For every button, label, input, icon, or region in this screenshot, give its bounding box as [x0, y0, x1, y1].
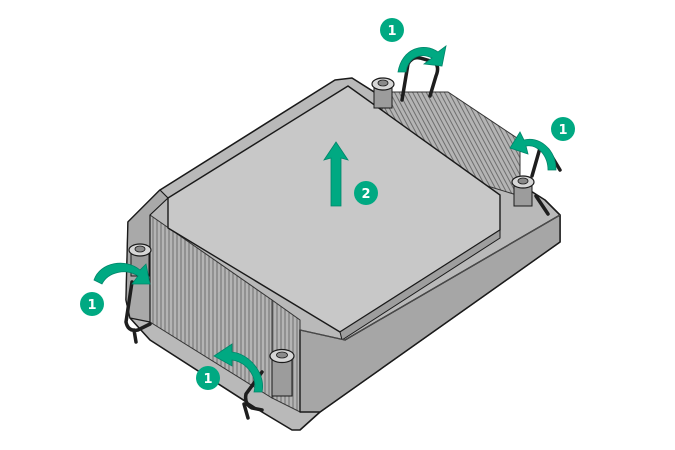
rotate-arrow-top: [397, 45, 447, 73]
callout-label: 1: [387, 24, 396, 39]
heatsink-top-plate-edge: [339, 229, 501, 341]
callout-label: 1: [558, 123, 567, 138]
callout-step-1-bottom: 1: [196, 366, 220, 390]
callout-step-1-right: 1: [551, 117, 575, 141]
callout-label: 1: [87, 298, 96, 313]
anti-tilt-wire-bottom: [242, 370, 264, 420]
captive-screw-right: [511, 175, 535, 207]
callout-step-1-top: 1: [380, 18, 404, 42]
anti-tilt-wire-left: [124, 280, 152, 344]
callout-label: 2: [361, 187, 370, 202]
curved-arrow-icon: [93, 45, 557, 393]
captive-screw-top: [371, 77, 395, 109]
captive-screw-bottom: [269, 348, 295, 397]
lift-arrow: [323, 141, 349, 207]
callout-label: 1: [203, 372, 212, 387]
rotate-arrow-right: [509, 131, 557, 171]
callout-step-1-left: 1: [80, 292, 104, 316]
up-arrow-icon: [323, 141, 349, 207]
heatsink: [125, 77, 561, 431]
rotate-arrow-left: [93, 262, 151, 285]
rotate-arrow-bottom: [213, 343, 263, 393]
callout-step-2: 2: [354, 181, 378, 205]
